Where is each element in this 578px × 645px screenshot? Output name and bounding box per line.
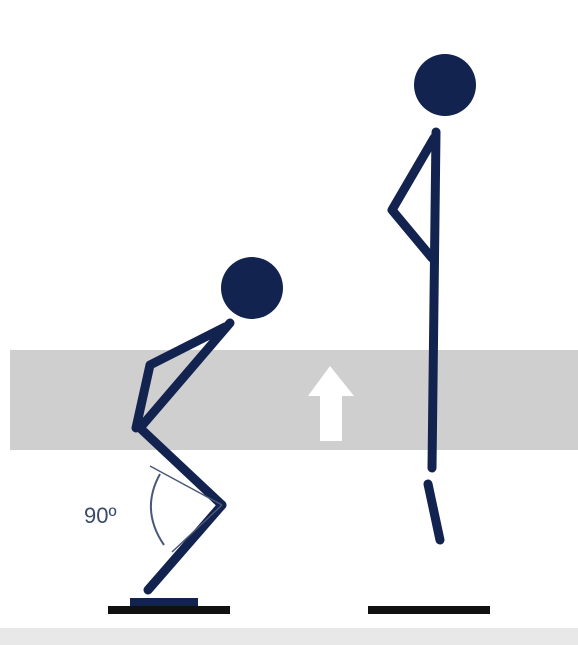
gray-band [10, 350, 578, 450]
floor-shade [0, 628, 578, 645]
angle-label: 90º [84, 503, 117, 528]
left-ground-line [108, 606, 230, 614]
jump-body [432, 132, 436, 468]
squat-head [221, 257, 283, 319]
right-ground-line [368, 606, 490, 614]
jump-head [414, 54, 476, 116]
